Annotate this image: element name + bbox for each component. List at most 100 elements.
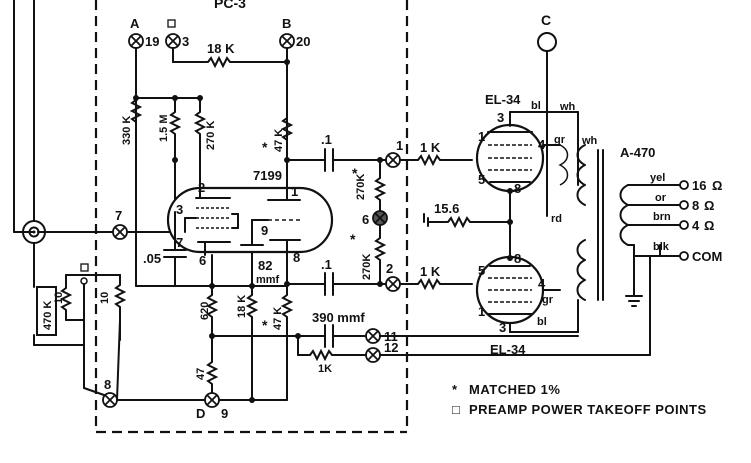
resistor-18k-bot-label: 18 K bbox=[236, 295, 248, 318]
transformer-label: A-470 bbox=[620, 145, 655, 160]
tap-com-icon bbox=[679, 251, 689, 261]
svg-text:bl: bl bbox=[531, 100, 541, 112]
tube-7199-pin-3: 3 bbox=[176, 202, 183, 217]
svg-text:5: 5 bbox=[478, 172, 485, 187]
tube-7199-pin-1: 1 bbox=[291, 184, 298, 199]
terminal-1-label: 1 bbox=[396, 138, 403, 153]
tap-16-ohm-icon bbox=[679, 180, 689, 190]
terminal-3-icon bbox=[165, 33, 181, 49]
resistor-1k-feedback-label: 1K bbox=[318, 363, 332, 375]
legend-star-symbol: * bbox=[452, 382, 458, 397]
resistor-10-a bbox=[59, 287, 73, 311]
tube-7199-pin-6: 6 bbox=[199, 253, 206, 268]
svg-text:4: 4 bbox=[538, 137, 546, 152]
svg-text:wh: wh bbox=[559, 101, 576, 113]
svg-text:8: 8 bbox=[514, 181, 521, 196]
resistor-1k-feedback bbox=[309, 348, 333, 362]
takeoff-square-top-icon bbox=[167, 19, 176, 28]
terminal-6-label: 6 bbox=[362, 212, 369, 227]
takeoff-square-icon bbox=[80, 263, 89, 272]
resistor-47-label: 47 bbox=[195, 368, 207, 380]
primary-coil-upper bbox=[576, 144, 586, 206]
svg-text:Ω: Ω bbox=[712, 178, 722, 193]
terminal-2-icon bbox=[385, 276, 401, 292]
svg-text:yel: yel bbox=[650, 172, 665, 184]
cap-82-label: 82 bbox=[258, 258, 272, 273]
svg-text:4: 4 bbox=[538, 276, 546, 291]
primary-coil-lower bbox=[576, 239, 586, 301]
resistor-10-b-label: 10 bbox=[99, 292, 111, 304]
terminal-9-label: 9 bbox=[221, 406, 228, 421]
svg-text:8: 8 bbox=[514, 251, 521, 266]
resistor-270k-mid-bot bbox=[373, 237, 387, 261]
tap-4-ohm-icon bbox=[679, 220, 689, 230]
legend-square-symbol: □ bbox=[452, 402, 460, 417]
resistor-470k: 470 K bbox=[36, 286, 57, 336]
legend-star-text: MATCHED 1% bbox=[469, 382, 560, 397]
terminal-7-icon bbox=[112, 224, 128, 240]
resistor-15-6-label: 15.6 bbox=[434, 201, 459, 216]
cap-0-05-label: .05 bbox=[143, 251, 161, 266]
terminal-c-letter: C bbox=[541, 12, 551, 28]
board-outline bbox=[94, 0, 409, 434]
resistor-18k-top bbox=[207, 55, 231, 69]
resistor-47 bbox=[205, 361, 219, 385]
resistor-47k-top-star: * bbox=[262, 139, 268, 155]
cap-0-1-bot-label: .1 bbox=[321, 257, 332, 272]
svg-text:*: * bbox=[262, 317, 268, 333]
terminal-c-icon bbox=[537, 32, 557, 52]
legend-square-text: PREAMP POWER TAKEOFF POINTS bbox=[469, 402, 707, 417]
resistor-330k bbox=[129, 99, 143, 123]
svg-text:brn: brn bbox=[653, 211, 671, 223]
terminal-12-label: 12 bbox=[384, 340, 398, 355]
tap-8-ohm-icon bbox=[679, 200, 689, 210]
resistor-270k-mid-top-label: 270K bbox=[355, 174, 367, 200]
legend: * MATCHED 1% □ PREAMP POWER TAKEOFF POIN… bbox=[452, 382, 707, 417]
svg-text:bl: bl bbox=[537, 316, 547, 328]
terminal-2-label: 2 bbox=[386, 261, 393, 276]
terminal-6-icon bbox=[372, 210, 388, 226]
resistor-18k-top-label: 18 K bbox=[207, 41, 235, 56]
svg-text:Ω: Ω bbox=[704, 198, 714, 213]
terminal-11-icon bbox=[365, 328, 381, 344]
svg-text:wh: wh bbox=[581, 135, 598, 147]
svg-text:1: 1 bbox=[478, 304, 485, 319]
resistor-1k-top-label: 1 K bbox=[420, 140, 441, 155]
resistor-330k-label: 330 K bbox=[121, 116, 133, 145]
svg-text:5: 5 bbox=[478, 263, 485, 278]
resistor-270k-left-label: 270 K bbox=[205, 121, 217, 150]
svg-text:gr: gr bbox=[554, 134, 566, 146]
resistor-47k-top bbox=[280, 117, 294, 141]
resistor-270k-left bbox=[193, 111, 207, 135]
resistor-1k-top bbox=[417, 153, 441, 167]
terminal-20-label: 20 bbox=[296, 34, 310, 49]
svg-text:4: 4 bbox=[692, 218, 700, 233]
resistor-10-b bbox=[113, 284, 127, 308]
resistor-1-5m bbox=[168, 111, 182, 135]
secondary-coil bbox=[619, 184, 629, 246]
svg-text:*: * bbox=[350, 231, 356, 247]
resistor-47k-bot bbox=[280, 294, 294, 318]
svg-text:or: or bbox=[655, 192, 667, 204]
resistor-270k-mid-bot-label: 270K bbox=[361, 254, 373, 280]
resistor-18k-bot bbox=[245, 294, 259, 318]
terminal-a-letter: A bbox=[130, 16, 140, 31]
resistor-620 bbox=[205, 294, 219, 318]
tube-7199-pin-2: 2 bbox=[198, 180, 205, 195]
terminal-20-icon bbox=[279, 33, 295, 49]
tube-el34-bot-label: EL-34 bbox=[490, 342, 526, 357]
terminal-12-icon bbox=[365, 347, 381, 363]
svg-text:*: * bbox=[352, 165, 358, 181]
svg-text:blk: blk bbox=[653, 241, 670, 253]
terminal-b-letter: B bbox=[282, 16, 291, 31]
terminal-19-icon bbox=[128, 33, 144, 49]
resistor-10-a-label: 10 bbox=[53, 292, 65, 304]
tube-7199-label: 7199 bbox=[253, 168, 282, 183]
resistor-620-label: 620 bbox=[199, 302, 211, 320]
tube-7199-pin-9: 9 bbox=[261, 223, 268, 238]
svg-text:16: 16 bbox=[692, 178, 706, 193]
svg-text:3: 3 bbox=[499, 320, 506, 335]
terminal-7-label: 7 bbox=[115, 208, 122, 223]
